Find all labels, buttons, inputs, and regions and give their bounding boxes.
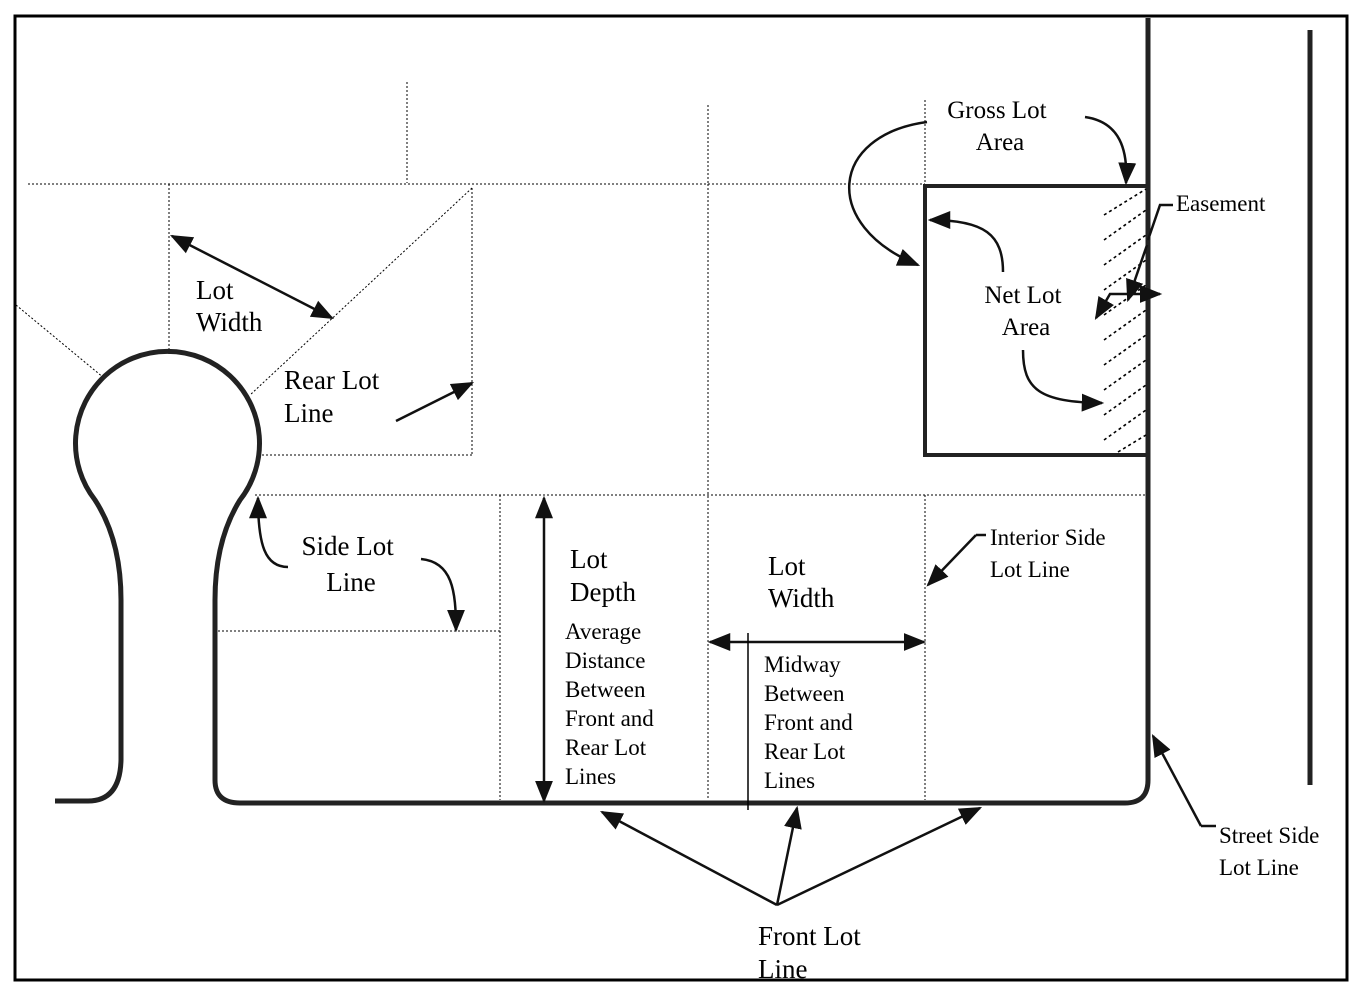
road-boundary (55, 18, 1151, 806)
label-gross-lot-area: Gross Lot Area (947, 97, 1053, 156)
label-interior-side-lot-line: Interior Side Lot Line (990, 525, 1111, 582)
label-lot-width-mid: Lot Width (768, 551, 835, 613)
street-side-lot-line-arrow (1151, 734, 1203, 827)
front-lot-line-arrow-right (776, 806, 983, 907)
label-easement: Easement (1176, 191, 1266, 216)
diagram-frame (13, 14, 1349, 982)
easement-hatching (1103, 188, 1147, 453)
interior-side-lot-line-arrow (926, 534, 977, 587)
label-lot-depth: Lot Depth (570, 544, 636, 607)
gross-area-arrow-left (848, 120, 928, 267)
label-front-lot-line: Front Lot Line (758, 921, 868, 984)
gross-lot-boundary (923, 184, 1150, 457)
net-area-arrow-top (927, 211, 1005, 273)
label-lot-width-description: Midway Between Front and Rear Lot Lines (764, 652, 859, 793)
lot-width-arrow-top (169, 234, 335, 320)
label-rear-lot-line: Rear Lot Line (284, 365, 386, 428)
label-lot-depth-description: Average Distance Between Front and Rear … (565, 619, 660, 789)
label-lot-width-top: Lot Width (196, 275, 263, 337)
label-street-side-lot-line: Street Side Lot Line (1219, 823, 1325, 880)
easement-width-arrow (1094, 285, 1163, 320)
easement-arrow (1126, 244, 1149, 303)
side-lot-line-arrow-right (420, 557, 465, 633)
front-lot-line-arrow-left (600, 810, 778, 907)
dotted-parcel-lines (15, 82, 1147, 800)
side-lot-line-arrow-left (249, 495, 289, 569)
front-lot-line-arrow-mid (775, 805, 802, 906)
annotation-arrows (169, 115, 1216, 907)
rear-lot-line-arrow (395, 381, 475, 423)
label-net-lot-area: Net Lot Area (984, 282, 1067, 341)
label-side-lot-line: Side Lot Line (302, 531, 401, 597)
gross-area-arrow-right (1084, 115, 1137, 186)
net-area-arrow-bottom (1021, 349, 1105, 412)
